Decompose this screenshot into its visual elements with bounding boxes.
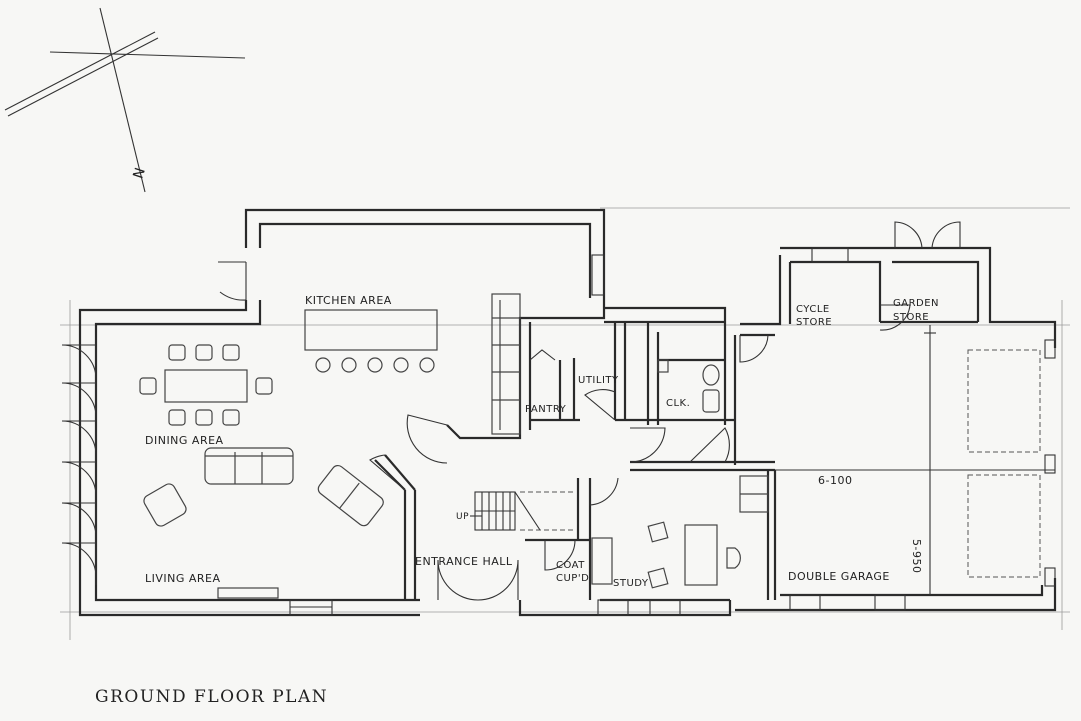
north-arrow-icon: N — [4, 7, 246, 193]
dining-table — [164, 369, 248, 403]
label-dining: DINING AREA — [145, 434, 224, 447]
label-garden-store-1: GARDEN — [893, 298, 939, 309]
dimension-labels: 6-100 5-950 — [818, 474, 923, 573]
bifold-doors — [61, 340, 97, 585]
label-cycle-store-2: STORE — [796, 317, 832, 328]
label-stair-up: UP — [456, 512, 469, 522]
living-furniture — [143, 447, 384, 599]
room-labels: KITCHEN AREA DINING AREA LIVING AREA PAN… — [145, 294, 939, 589]
internal-walls — [374, 322, 777, 600]
doors — [218, 221, 961, 601]
windows — [289, 247, 1056, 616]
staircase — [470, 491, 575, 531]
label-coat-2: CUP'D — [556, 573, 589, 584]
dim-garage-depth: 5-950 — [910, 539, 923, 573]
kitchen-island — [304, 309, 438, 351]
kitchen-units — [491, 293, 521, 435]
label-cycle-store-1: CYCLE — [796, 304, 830, 315]
label-living: LIVING AREA — [145, 572, 221, 585]
label-utility: UTILITY — [578, 375, 619, 386]
label-garden-store-2: STORE — [893, 312, 929, 323]
kitchen-fittings — [304, 293, 521, 435]
garage-parking-bays — [775, 325, 1055, 595]
label-coat-1: COAT — [556, 560, 585, 571]
dining-furniture — [139, 344, 273, 426]
dim-garage-width: 6-100 — [818, 474, 852, 487]
label-double-garage: DOUBLE GARAGE — [788, 570, 890, 583]
study-furniture — [591, 475, 769, 589]
north-label: N — [130, 165, 149, 180]
label-pantry: PANTRY — [525, 404, 567, 415]
label-kitchen: KITCHEN AREA — [305, 294, 392, 307]
label-clk: CLK. — [666, 398, 690, 409]
sofa — [204, 447, 294, 485]
sofa-angled — [317, 464, 384, 527]
label-study: STUDY — [613, 578, 649, 589]
label-entrance-hall: ENTRANCE HALL — [415, 555, 513, 568]
study-desk — [684, 524, 718, 586]
drawing-title: GROUND FLOOR PLAN — [95, 687, 328, 707]
armchair — [143, 483, 187, 527]
outer-walls — [78, 208, 1057, 617]
wc-fittings — [657, 359, 720, 413]
